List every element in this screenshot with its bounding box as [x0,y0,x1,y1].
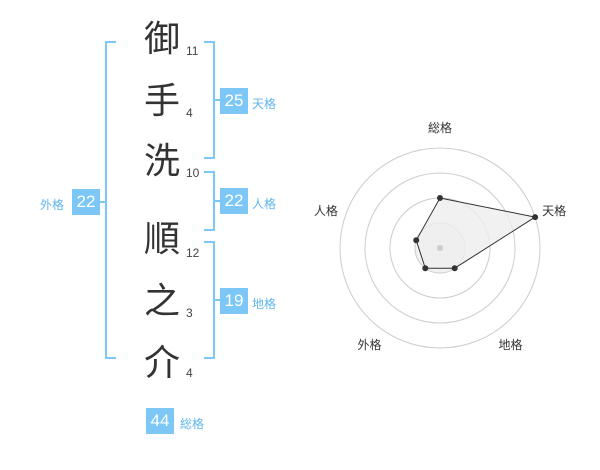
soukaku-value: 44 [146,408,174,434]
radar-series-polygon [415,197,537,269]
name-char-5: 之 [143,281,180,322]
chikaku-value: 19 [220,288,248,314]
stroke-count-2: 4 [186,106,193,120]
radar-ring [364,172,516,324]
chikaku-label: 地格 [252,297,277,311]
radar-axis-label-1: 総格 [427,121,452,135]
soukaku-label: 総格 [180,417,205,431]
radar-axis-label-4: 外格 [357,338,382,353]
radar-point-5 [413,237,420,244]
radar-point-2 [532,214,539,221]
name-char-3: 洗 [143,141,180,182]
gaikaku-value: 22 [72,189,100,215]
name-char-1: 御 [143,19,180,60]
tenkaku-label: 天格 [252,97,277,111]
stroke-count-3: 10 [186,166,200,180]
radar-axis-label-5: 人格 [313,203,338,218]
radar-point-4 [422,265,429,272]
stroke-count-5: 3 [186,306,193,320]
stroke-count-1: 11 [186,44,199,58]
radar-axis-label-2: 天格 [542,203,567,218]
stroke-count-4: 12 [186,246,200,260]
gaikaku-bracket [105,41,116,359]
name-char-2: 手 [143,81,180,122]
radar-axis-label-3: 地格 [498,338,523,353]
jinkaku-value: 22 [220,188,248,214]
name-char-6: 介 [143,343,180,384]
tenkaku-value: 25 [220,88,248,114]
radar-point-3 [451,265,458,272]
radar-ring [339,147,541,349]
jinkaku-label: 人格 [252,197,277,211]
stroke-count-6: 4 [186,366,193,380]
gaikaku-label: 外格 [40,198,65,212]
name-char-4: 順 [143,219,180,260]
radar-center-dot [437,245,443,251]
radar-point-1 [437,195,443,201]
